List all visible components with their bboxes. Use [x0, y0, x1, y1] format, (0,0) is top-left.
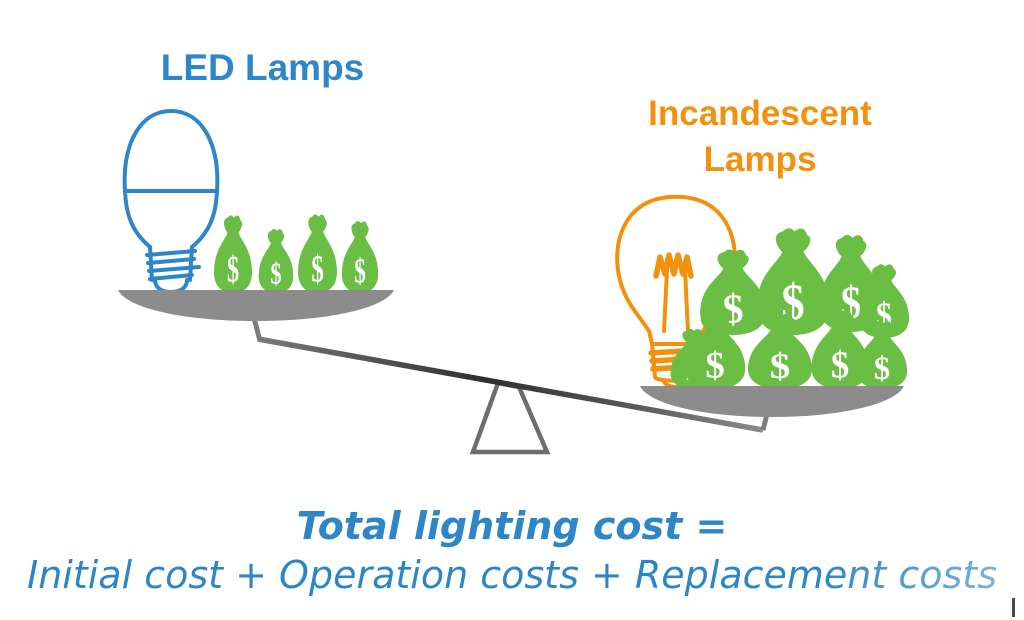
scale-fulcrum — [469, 380, 551, 455]
scale-beam — [257, 336, 764, 433]
scale-pan-right — [640, 386, 904, 417]
incandescent-label-line1: Incandescent — [648, 94, 872, 133]
led-bulb-icon — [122, 109, 220, 294]
scale-pan-left — [118, 290, 394, 321]
equation-title: Total lighting cost = — [296, 504, 728, 548]
led-lamps-label: LED Lamps — [160, 47, 365, 88]
incandescent-lamps-label: Incandescent Lamps — [600, 91, 920, 183]
incandescent-money-bags — [670, 228, 910, 390]
stray-mark — [1012, 598, 1015, 617]
led-money-bags — [213, 214, 379, 294]
equation-terms: Initial cost + Operation costs + Replace… — [0, 553, 1024, 597]
incandescent-label-line2: Lamps — [703, 140, 817, 179]
